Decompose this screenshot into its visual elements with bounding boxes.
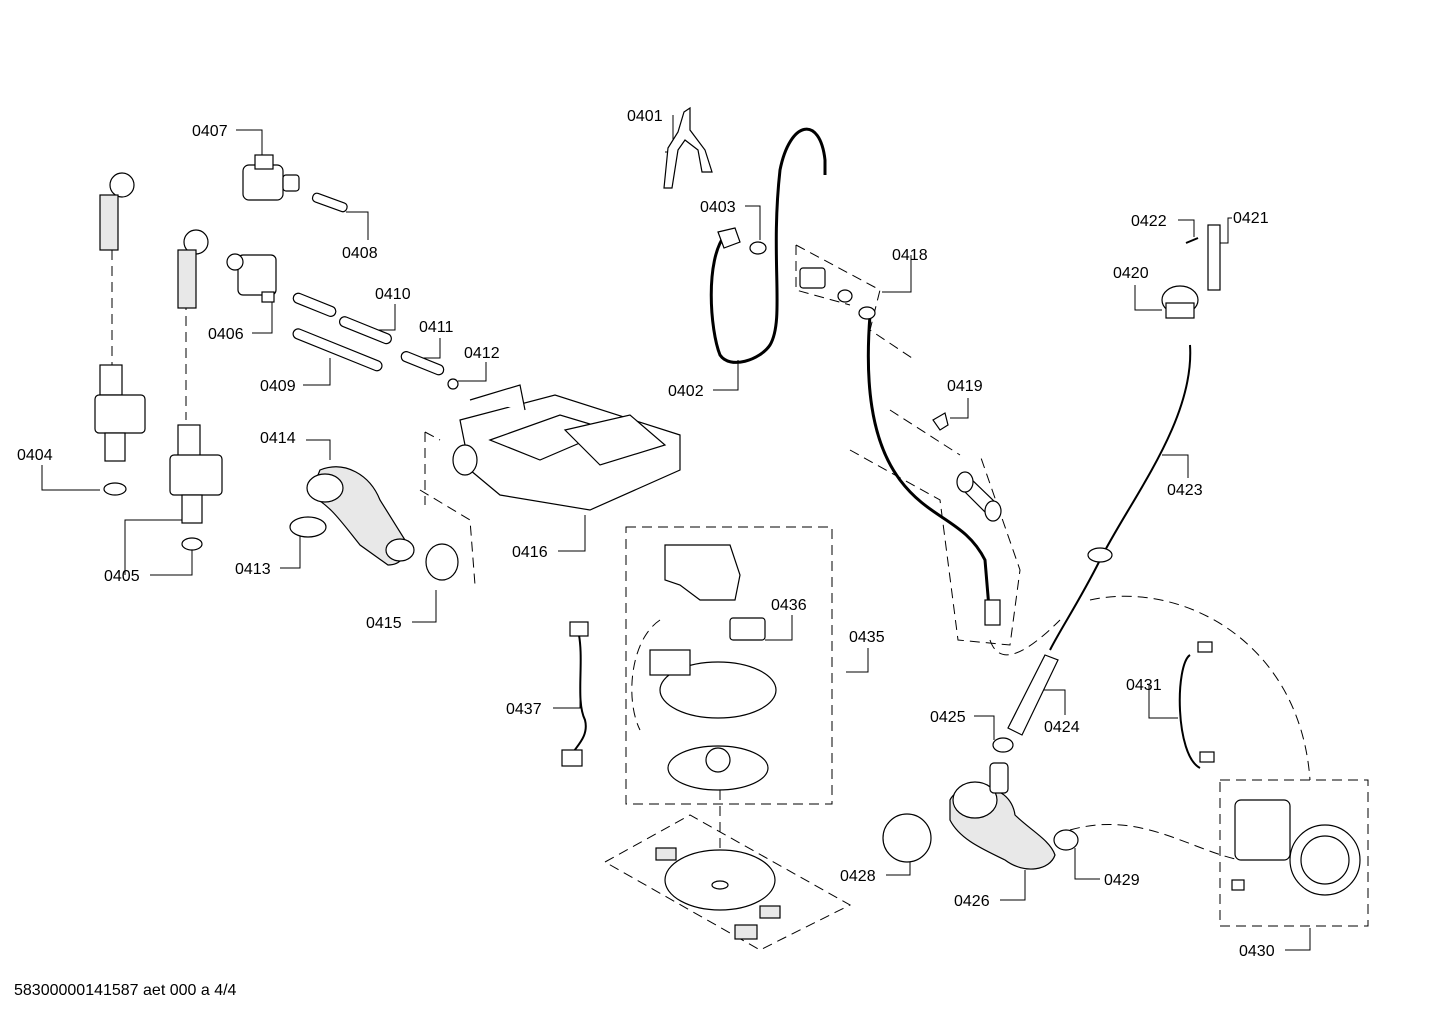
- bracket-0401: [663, 106, 713, 189]
- parts-artwork: [94, 106, 1361, 951]
- callout-0421: 0421: [1233, 210, 1269, 227]
- drain-pump-0430: [1231, 799, 1361, 896]
- callout-0428: 0428: [840, 868, 876, 885]
- callout-0423: 0423: [1167, 482, 1203, 499]
- callout-0422: 0422: [1131, 213, 1167, 230]
- callout-0411: 0411: [419, 319, 454, 336]
- pressure-switch-0420: [1161, 285, 1199, 319]
- hose-0405: [169, 229, 223, 551]
- drain-hose-0426: [949, 762, 1056, 870]
- callout-0431: 0431: [1126, 677, 1162, 694]
- base-plate: [603, 814, 852, 951]
- clamp-0428: [882, 813, 932, 863]
- wire-harness-0437: [569, 629, 587, 761]
- bracket-0421: [1207, 224, 1221, 291]
- callout-0418: 0418: [892, 247, 928, 264]
- tube-0410b: [339, 316, 392, 345]
- callout-0436: 0436: [771, 597, 807, 614]
- callout-0424: 0424: [1044, 719, 1080, 736]
- chamber-0424: [1007, 654, 1059, 736]
- callout-0408: 0408: [342, 245, 378, 262]
- leader-lines: [41, 115, 1311, 951]
- screw-0422: [1185, 237, 1199, 244]
- callout-0412: 0412: [464, 345, 500, 362]
- callout-0429: 0429: [1104, 872, 1140, 889]
- callout-0414: 0414: [260, 430, 296, 447]
- connector-0436: [729, 617, 766, 641]
- callout-0416: 0416: [512, 544, 548, 561]
- callout-0402: 0402: [668, 383, 704, 400]
- pressure-hose-0423: [1049, 344, 1192, 651]
- callout-labels: 0401 0407 0408 0410 0406 0411 0412 0409 …: [17, 108, 1275, 960]
- callout-0425: 0425: [930, 709, 966, 726]
- clamp-0415: [425, 543, 459, 581]
- tube-0411: [400, 351, 445, 376]
- hose-0402: [709, 127, 827, 364]
- callout-0435: 0435: [849, 629, 885, 646]
- tube-0408: [311, 192, 348, 213]
- hose-0418: [866, 314, 992, 621]
- valve-0406: [226, 253, 277, 303]
- clamp-0403: [749, 241, 767, 255]
- callout-0410: 0410: [375, 286, 411, 303]
- document-id-footer: 58300000141587 aet 000 a 4/4: [14, 982, 237, 999]
- valve-0407: [242, 154, 300, 201]
- assembly-0435: [649, 544, 777, 791]
- clamp-0425: [992, 737, 1014, 753]
- cable-0431: [1178, 654, 1201, 769]
- callout-0403: 0403: [700, 199, 736, 216]
- callout-0415: 0415: [366, 615, 402, 632]
- bellows-hose-0414: [306, 466, 415, 566]
- callout-0437: 0437: [506, 701, 542, 718]
- callout-0401: 0401: [627, 108, 663, 125]
- callout-0419: 0419: [947, 378, 983, 395]
- callout-0406: 0406: [208, 326, 244, 343]
- callout-0407: 0407: [192, 123, 228, 140]
- callout-0426: 0426: [954, 893, 990, 910]
- clamp-0429: [1053, 829, 1079, 851]
- clamp-0413: [289, 516, 327, 538]
- dispenser-0416: [452, 384, 681, 511]
- ferrite-core: [956, 471, 1002, 522]
- clip-0412: [447, 378, 459, 390]
- hose-0404: [94, 172, 146, 496]
- callout-0404: 0404: [17, 447, 53, 464]
- callout-0413: 0413: [235, 561, 271, 578]
- callout-0420: 0420: [1113, 265, 1149, 282]
- callout-0405: 0405: [104, 568, 140, 585]
- hose-fittings-0418: [799, 267, 1001, 626]
- clip-0419: [932, 412, 949, 431]
- tube-0410a: [292, 292, 337, 317]
- callout-0430: 0430: [1239, 943, 1275, 960]
- assembly-guides: [111, 244, 1369, 927]
- callout-0409: 0409: [260, 378, 296, 395]
- tube-0409: [292, 328, 383, 372]
